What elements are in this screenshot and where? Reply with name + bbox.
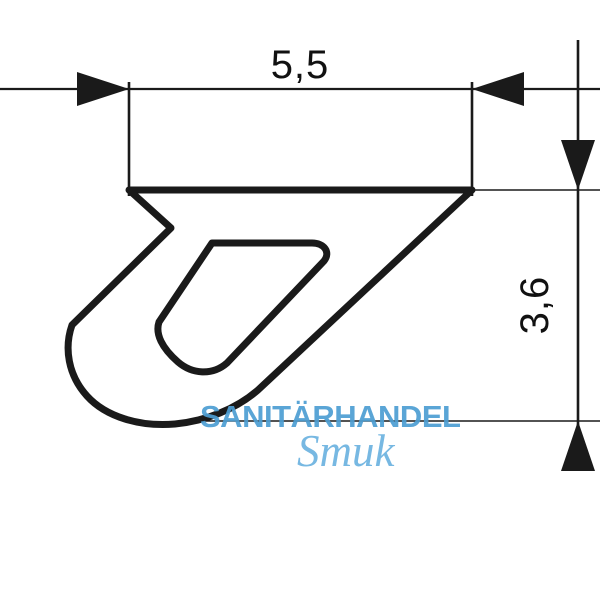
watermark-company-name: SANITÄRHANDEL (200, 399, 460, 434)
arrow-down-icon (561, 140, 595, 190)
watermark-brand-script: Smuk (297, 426, 395, 476)
height-dimension-label: 3,6 (513, 276, 557, 335)
watermark: SANITÄRHANDEL Smuk (200, 399, 461, 476)
dimension-arrowheads (77, 72, 595, 471)
arrow-left-icon (472, 72, 524, 106)
profile-inner-contour (154, 239, 331, 376)
profile-outer-contour (64, 186, 476, 429)
arrow-right-icon (77, 72, 129, 106)
width-dimension-label: 5,5 (271, 43, 330, 87)
arrow-up-icon (561, 421, 595, 471)
